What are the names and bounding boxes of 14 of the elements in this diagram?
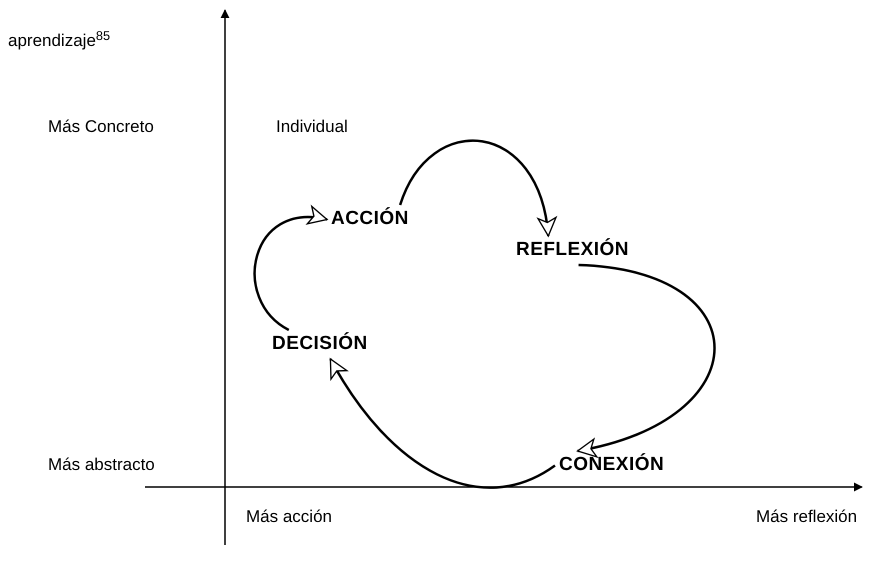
axis-label: Más acción: [246, 506, 332, 528]
axis-label: Más reflexión: [756, 506, 858, 528]
stage-label: DECISIÓN: [268, 330, 372, 358]
axis-label: Individual: [276, 116, 348, 138]
curved-arrow: [398, 140, 556, 237]
curved-arrow: [254, 207, 328, 332]
curved-arrow: [576, 264, 716, 456]
axis-label: Más abstracto: [48, 454, 155, 476]
stage-label: CONEXIÓN: [555, 451, 668, 480]
caption-text: aprendizaje$^{85}$: [8, 28, 110, 52]
stage-label: ACCIÓN: [327, 205, 413, 234]
axis-label: Más Concreto: [48, 116, 154, 138]
stage-label: REFLEXIÓN: [512, 236, 634, 264]
curved-arrow: [329, 358, 556, 489]
